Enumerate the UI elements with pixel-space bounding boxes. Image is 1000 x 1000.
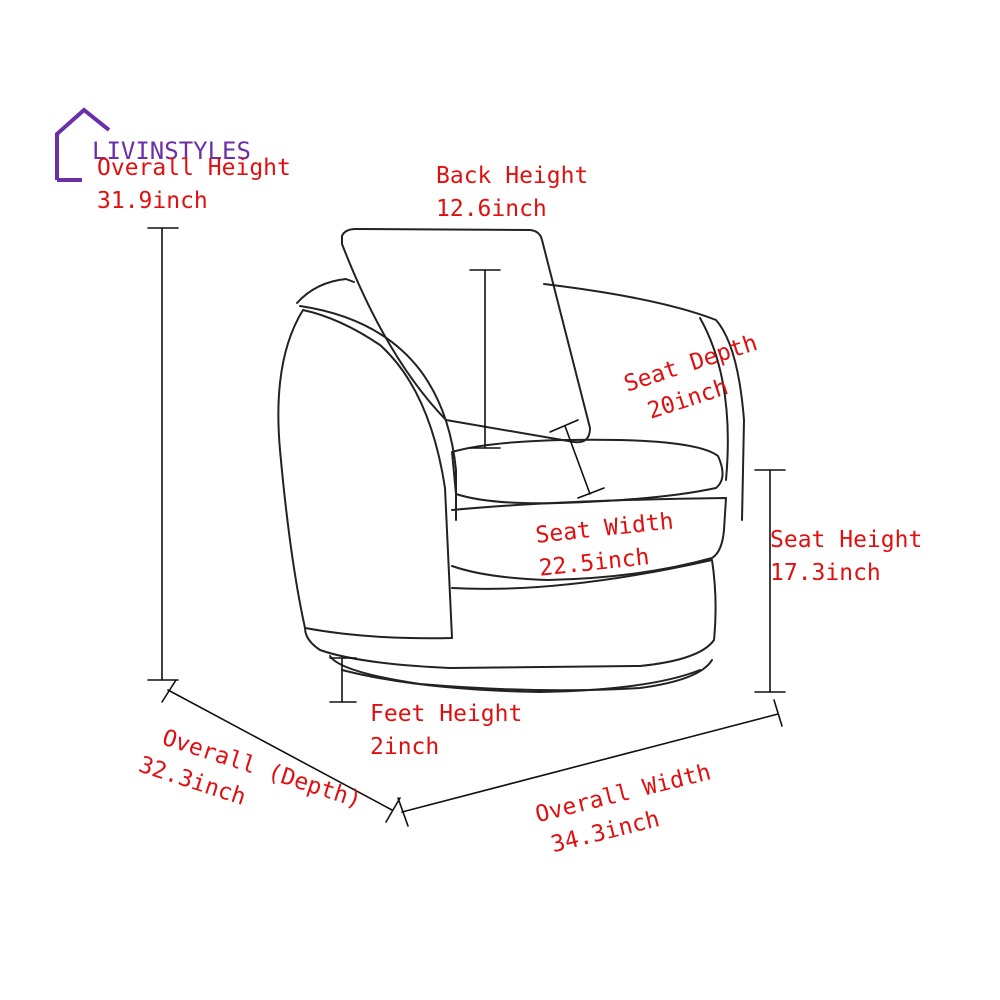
feet-height-value: 2inch [370,734,440,761]
shell-rim-outline [296,278,745,521]
seat-height-title: Seat Height [770,527,923,553]
base-drum [304,559,717,669]
house-icon [55,107,111,182]
back-cushion-outline [341,228,591,444]
seat-front-band [451,497,727,581]
right-arm-outline [699,317,729,481]
brand-name: LIVINSTYLES [92,137,251,165]
overall-height-title: Overall Height [97,155,291,181]
swivel-base-bottom [341,669,701,693]
overall-height-label: Overall Height 31.9inch [97,152,291,219]
seat-height-value: 17.3inch [770,560,881,587]
swivel-base [329,655,713,692]
seat-height-label: Seat Height 17.3inch [770,524,922,591]
overall-depth-tick-right [385,797,401,823]
overall-height-value: 31.9inch [97,188,208,215]
brand-logo: LIVINSTYLES [52,104,251,184]
feet-height-label: Feet Height 2inch [370,698,522,765]
seat-depth-line [564,425,591,495]
back-height-label: Back Height 12.6inch [436,160,588,227]
left-arm-outline [277,309,453,640]
back-height-value: 12.6inch [436,196,547,223]
overall-width-tick-left [397,797,409,827]
left-arm-inner-line [299,305,457,521]
feet-height-title: Feet Height [370,701,523,727]
overall-depth-line [167,689,393,811]
seat-depth-tick-top [549,419,579,433]
seat-depth-tick-bottom [577,487,605,499]
overall-width-tick-right [773,699,783,727]
back-height-title: Back Height [436,163,589,189]
overall-depth-tick-left [161,679,177,703]
overall-width-line [401,713,779,813]
